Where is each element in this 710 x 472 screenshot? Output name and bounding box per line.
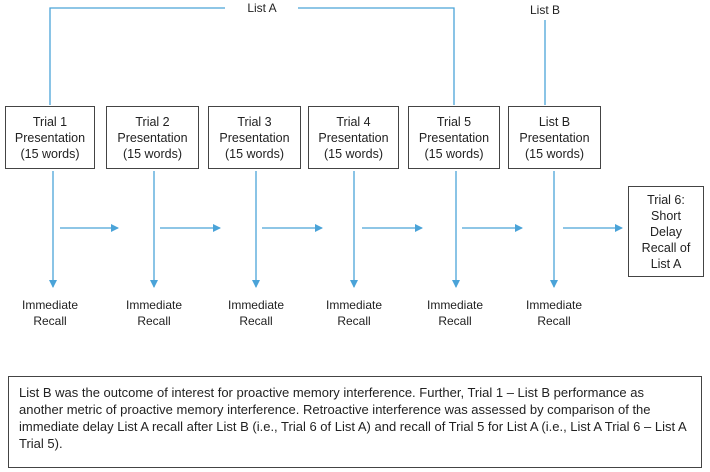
list-a-label: List A — [247, 1, 277, 15]
trial-5-box: Trial 5 Presentation (15 words) — [408, 106, 500, 169]
explanation-note-box: List B was the outcome of interest for p… — [8, 376, 702, 468]
recall-label-2: Immediate Recall — [125, 298, 183, 328]
list-b-label: List B — [529, 3, 560, 17]
recall-label-5: Immediate Recall — [426, 298, 484, 328]
trial-6-box: Trial 6: Short Delay Recall of List A — [628, 186, 704, 277]
trial-1-box: Trial 1 Presentation (15 words) — [5, 106, 95, 169]
trial-3-box: Trial 3 Presentation (15 words) — [208, 106, 301, 169]
list-b-presentation-box: List B Presentation (15 words) — [508, 106, 601, 169]
recall-label-1: Immediate Recall — [21, 298, 79, 328]
trial-4-box: Trial 4 Presentation (15 words) — [308, 106, 399, 169]
recall-label-6: Immediate Recall — [525, 298, 583, 328]
recall-label-4: Immediate Recall — [325, 298, 383, 328]
trial-2-box: Trial 2 Presentation (15 words) — [106, 106, 199, 169]
list-a-bracket — [49, 7, 455, 105]
recall-label-3: Immediate Recall — [227, 298, 285, 328]
explanation-text: List B was the outcome of interest for p… — [19, 385, 686, 451]
